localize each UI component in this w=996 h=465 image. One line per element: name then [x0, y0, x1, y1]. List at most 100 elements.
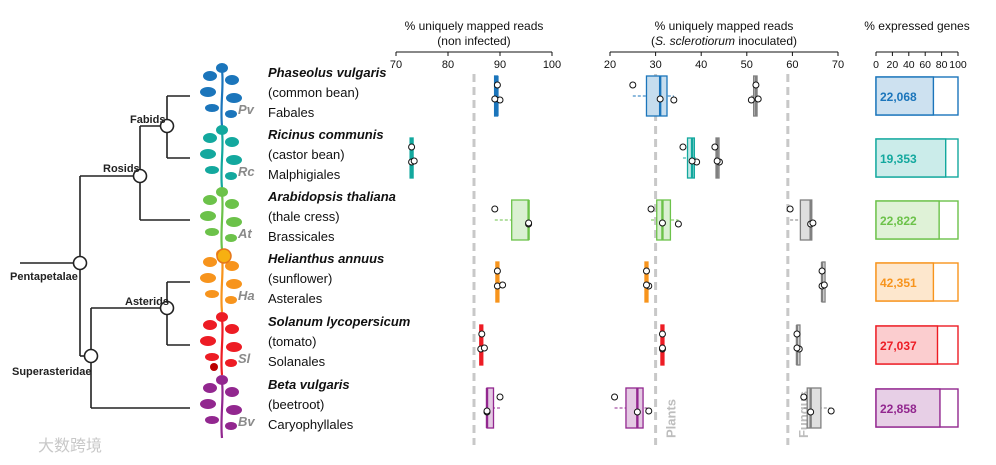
tree-node	[159, 118, 175, 134]
plant-leaf	[225, 422, 237, 430]
species-name: Helianthus annuus	[268, 251, 384, 266]
species-order: Fabales	[268, 105, 315, 120]
data-point	[658, 219, 666, 227]
plant-leaf	[200, 336, 216, 346]
watermark: 大数跨境	[38, 436, 102, 455]
species-order: Solanales	[268, 354, 326, 369]
plant-leaf	[203, 383, 217, 393]
plant-leaf	[225, 261, 239, 271]
box	[645, 75, 668, 117]
tree-node	[132, 168, 148, 184]
box	[625, 387, 644, 429]
tree-node-label: Superasteridae	[12, 366, 91, 378]
plant-leaf	[225, 110, 237, 118]
species-abbr: Rc	[238, 164, 255, 179]
plant-leaf	[205, 353, 219, 361]
plant-leaf	[205, 166, 219, 174]
species-name: Phaseolus vulgaris	[268, 65, 387, 80]
data-point	[809, 219, 817, 227]
plant-leaf	[226, 279, 242, 289]
data-point	[408, 143, 416, 151]
plant-leaf	[216, 63, 228, 73]
bar-fill	[875, 325, 939, 365]
data-point	[499, 281, 507, 289]
subtitle-part: inoculated)	[735, 34, 797, 48]
subtitle-italic: S. sclerotiorum	[655, 34, 735, 48]
plant-leaf	[225, 324, 239, 334]
sunflower-head	[216, 248, 232, 264]
data-point	[496, 393, 504, 401]
tomato-fruit	[210, 363, 218, 371]
plant-leaf	[203, 320, 217, 330]
plant-leaf	[203, 71, 217, 81]
panel2-title: % uniquely mapped reads	[655, 19, 794, 33]
bar-gene-count: 42,351	[880, 276, 917, 290]
tick-label: 70	[832, 59, 844, 71]
tick-label: 100	[543, 59, 561, 71]
bar-gene-count: 27,037	[880, 339, 917, 353]
bar-gene-count: 22,068	[880, 90, 917, 104]
plant-leaf	[200, 211, 216, 221]
species-abbr: Pv	[238, 102, 255, 117]
species-abbr: Ha	[238, 288, 255, 303]
data-point	[493, 267, 501, 275]
box	[511, 199, 530, 241]
tick-label: 80	[936, 59, 948, 71]
data-point	[647, 205, 655, 213]
watermark-text: 大数跨境	[38, 436, 102, 455]
plant-leaf	[200, 87, 216, 97]
plant-stem	[220, 69, 224, 127]
plant-leaf	[205, 290, 219, 298]
plant-leaf	[216, 375, 228, 385]
data-point	[478, 330, 486, 338]
data-point	[645, 407, 653, 415]
plant-stem	[220, 255, 224, 313]
data-point	[688, 157, 696, 165]
plant-stem	[220, 131, 224, 189]
plant-leaf	[205, 228, 219, 236]
plant-leaf	[225, 359, 237, 367]
tree-node-label: Fabids	[130, 114, 165, 126]
data-point	[658, 330, 666, 338]
data-point	[642, 281, 650, 289]
phylogenetic-tree: PentapetalaeSuperasteridaeRosidsFabidsAs…	[10, 95, 190, 409]
data-point	[818, 267, 826, 275]
species-common-name: (thale cress)	[268, 209, 340, 224]
tick-label: 60	[919, 59, 931, 71]
tree-node-label: Rosids	[103, 163, 140, 175]
subtitle-part: (	[651, 34, 655, 48]
panel1-title: % uniquely mapped reads	[405, 19, 544, 33]
data-point	[633, 408, 641, 416]
plant-leaf	[225, 387, 239, 397]
tick-label: 100	[949, 59, 967, 71]
plant-leaf	[225, 234, 237, 242]
data-point	[786, 205, 794, 213]
data-point	[656, 95, 664, 103]
bar-fill	[875, 200, 940, 240]
plant-leaf	[200, 273, 216, 283]
plant-leaf	[205, 416, 219, 424]
species-name: Solanum lycopersicum	[268, 314, 411, 329]
plant-leaf	[226, 93, 242, 103]
plant-icon: At	[200, 187, 252, 251]
species-name: Arabidopsis thaliana	[267, 189, 396, 204]
bar-fill	[875, 262, 935, 302]
box	[806, 387, 822, 429]
tick-label: 0	[873, 59, 879, 71]
data-point	[493, 81, 501, 89]
data-point	[793, 344, 801, 352]
plant-icon: Pv	[200, 63, 255, 127]
species-abbr: At	[237, 226, 252, 241]
data-point	[679, 143, 687, 151]
plant-leaf	[205, 104, 219, 112]
bar-gene-count: 22,822	[880, 214, 917, 228]
panel1-subtitle: (non infected)	[437, 34, 510, 48]
plant-icon: Bv	[200, 375, 255, 439]
data-point	[611, 393, 619, 401]
panel3-title: % expressed genes	[864, 19, 969, 33]
bar-gene-count: 19,353	[880, 152, 917, 166]
species-labels: Phaseolus vulgaris(common bean)FabalesRi…	[267, 65, 411, 432]
